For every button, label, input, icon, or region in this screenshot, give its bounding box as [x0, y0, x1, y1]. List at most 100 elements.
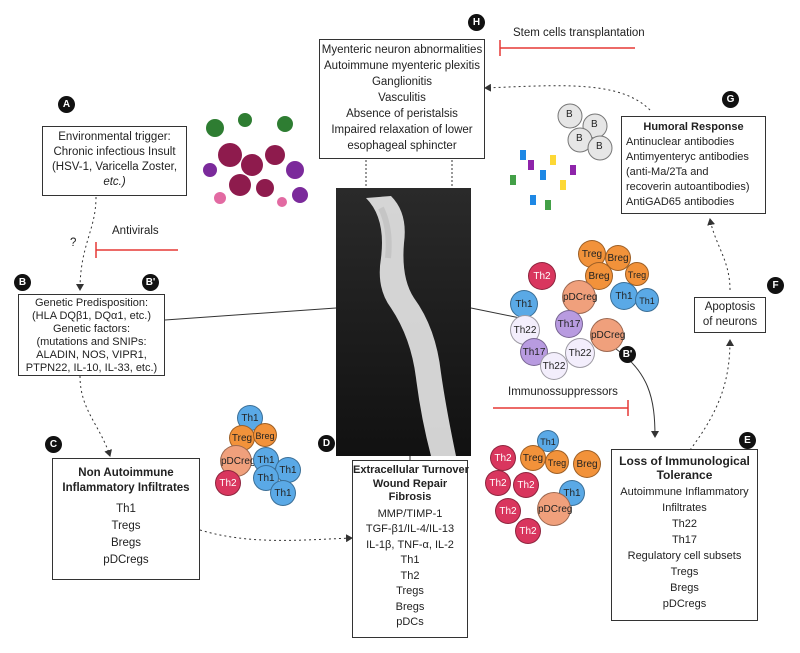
tolerance-line-1: Autoimmune Inflammatory: [620, 486, 749, 498]
tolerance-line-3: Th22: [671, 518, 698, 530]
genetic-line-4: (mutations and SNIPs:: [36, 336, 147, 348]
ecm-title-3: Fibrosis: [388, 491, 432, 503]
myenteric-line-1: Myenteric neuron abnormalities: [321, 44, 483, 56]
cell-th2: Th2: [215, 470, 241, 496]
arrow-humoral-to-myenteric: [484, 83, 651, 111]
apoptosis-line-2: of neurons: [702, 316, 758, 328]
non-auto-title-2: Inflammatory Infiltrates: [62, 482, 190, 494]
myenteric-line-4: Vasculitis: [378, 92, 426, 104]
bcell-label-2: B: [591, 119, 598, 130]
genetic-line-5: ALADIN, NOS, VIPR1,: [36, 349, 147, 361]
cell-breg: Breg: [253, 423, 277, 447]
cell-th17: Th17: [555, 310, 583, 338]
bcell-label-4: B: [596, 141, 603, 152]
tolerance-line-4: Th17: [671, 534, 698, 546]
env-line-2: Chronic infectious Insult: [53, 146, 176, 158]
cell-th2: Th2: [495, 498, 521, 524]
env-line-3: (HSV-1, Varicella Zoster,: [51, 161, 178, 173]
cell-th1: Th1: [510, 290, 538, 318]
cell-th22: Th22: [565, 338, 595, 368]
cell-pdc: pDCreg: [562, 280, 597, 314]
loss-of-tolerance-box: Loss of Immunological Tolerance Autoimmu…: [611, 449, 758, 621]
non-auto-item-th1: Th1: [116, 503, 136, 515]
tolerance-line-2: Infiltrates: [662, 502, 707, 514]
humoral-line-3: (anti-Ma/2Ta and: [626, 166, 709, 178]
cell-breg: Breg: [573, 450, 601, 478]
extracellular-turnover-box: Extracellular Turnover Wound Repair Fibr…: [352, 460, 469, 638]
arrow-genetic-to-nonauto: [79, 375, 112, 457]
ecm-item-8: pDCs: [396, 616, 424, 628]
humoral-response-box: Humoral Response Antinuclear antibodies …: [621, 116, 766, 214]
cell-th2: Th2: [490, 445, 516, 471]
cell-th22: Th22: [540, 352, 568, 380]
humoral-line-1: Antinuclear antibodies: [626, 136, 735, 148]
myenteric-line-6: Impaired relaxation of lower: [331, 124, 473, 136]
cell-th1: Th1: [270, 480, 296, 506]
esophagus-shape: [366, 196, 456, 456]
cell-th1: Th1: [610, 282, 638, 310]
badge-b-prime: B': [142, 274, 159, 291]
cell-th1: Th1: [635, 288, 659, 312]
tolerance-title-1: Loss of Immunological: [619, 454, 750, 468]
immunosuppressors-label: Immunossuppressors: [508, 386, 618, 398]
tolerance-line-7: Bregs: [670, 582, 699, 594]
myenteric-line-3: Ganglionitis: [371, 76, 433, 88]
non-auto-item-bregs: Bregs: [110, 537, 142, 549]
genetic-line-6: PTPN22, IL-10, IL-33, etc.): [25, 362, 158, 374]
arrow-env-to-genetic: [76, 196, 97, 291]
badge-b-prime-2: B': [619, 346, 636, 363]
ecm-item-1: MMP/TIMP-1: [377, 507, 443, 520]
cell-th1: Th1: [275, 457, 301, 483]
bcell-label-1: B: [566, 109, 573, 120]
non-auto-item-tregs: Tregs: [111, 520, 141, 532]
cell-th2: Th2: [485, 470, 511, 496]
cell-pdc: pDCreg: [537, 492, 572, 526]
arrow-nonauto-to-ecm: [199, 529, 353, 543]
question-mark: ?: [70, 237, 77, 249]
tolerance-title-2: Tolerance: [656, 468, 713, 482]
cell-treg: Treg: [520, 445, 546, 471]
cell-th1: Th1: [537, 430, 559, 452]
ecm-title-1: Extracellular Turnover: [353, 464, 469, 476]
cell-th2: Th2: [513, 472, 539, 498]
tolerance-line-6: Tregs: [670, 566, 699, 578]
badge-b: B: [14, 274, 31, 291]
genetic-line-2: (HLA DQβ1, DQα1, etc.): [31, 310, 152, 322]
humoral-line-5: AntiGAD65 antibodies: [626, 196, 735, 208]
tolerance-line-5: Regulatory cell subsets: [627, 550, 742, 562]
genetic-line-3: Genetic factors:: [52, 323, 131, 335]
virus-cluster-image: [203, 113, 308, 207]
ecm-item-3: IL-1β, TNF-α, IL-2: [366, 538, 454, 551]
cell-treg: Treg: [545, 450, 569, 474]
environmental-trigger-box: Environmental trigger: Chronic infectiou…: [42, 126, 187, 196]
line-genetic-to-xray: [164, 307, 337, 321]
humoral-line-2: Antimyenteryc antibodies: [626, 151, 749, 163]
ecm-title-2: Wound Repair: [372, 477, 448, 490]
cell-th2: Th2: [515, 518, 541, 544]
apoptosis-line-1: Apoptosis: [704, 301, 756, 313]
non-auto-item-pdcregs: pDCregs: [103, 554, 149, 566]
stem-cells-label: Stem cells transplantation: [513, 27, 645, 39]
badge-f: F: [767, 277, 784, 294]
badge-h: H: [468, 14, 485, 31]
badge-d: D: [318, 435, 335, 452]
humoral-title: Humoral Response: [643, 121, 744, 133]
non-autoimmune-infiltrates-box: Non Autoimmune Inflammatory Infiltrates …: [52, 458, 200, 580]
genetic-predisposition-box: Genetic Predisposition: (HLA DQβ1, DQα1,…: [18, 294, 165, 376]
myenteric-abnormalities-box: Myenteric neuron abnormalities Autoimmun…: [319, 39, 485, 159]
tolerance-line-8: pDCregs: [662, 598, 707, 610]
cell-th2: Th2: [528, 262, 556, 290]
cell-treg: Treg: [625, 262, 649, 286]
myenteric-line-5: Absence of peristalsis: [346, 108, 458, 120]
line-xray-to-cells: [470, 307, 521, 319]
barium-esophagram-image: [336, 188, 471, 456]
badge-c: C: [45, 436, 62, 453]
antivirals-label: Antivirals: [112, 225, 159, 237]
genetic-line-1: Genetic Predisposition:: [34, 297, 149, 309]
ecm-item-6: Tregs: [396, 585, 424, 597]
ecm-item-2: TGF-β1/IL-4/IL-13: [365, 523, 455, 535]
